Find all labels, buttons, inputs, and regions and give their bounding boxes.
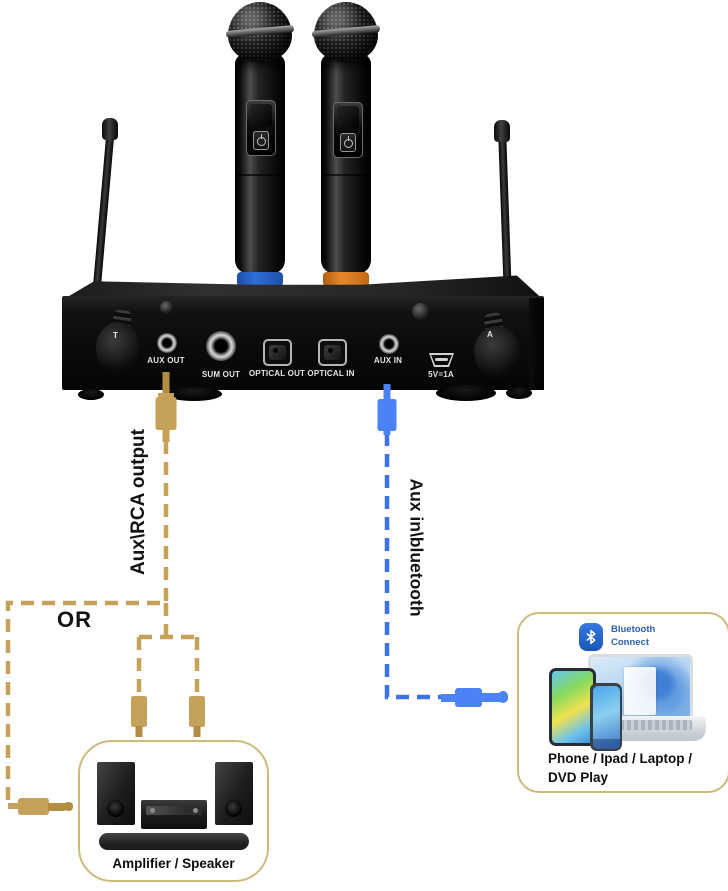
- rca-plug-right: [189, 696, 205, 737]
- port-label-optical-out: OPTICAL OUT: [248, 369, 306, 378]
- aux-in-jack: [379, 334, 399, 354]
- wireless-microphone-orange: [311, 2, 381, 290]
- antenna-right-mount: [474, 326, 520, 378]
- antenna-left-cap: [102, 118, 118, 140]
- or-annotation: OR: [57, 607, 92, 632]
- aux-input-annotation: Aux in\bluetooth: [406, 478, 427, 617]
- bluetooth-caption-line1: Phone / Ipad / Laptop /: [548, 751, 692, 766]
- receiver-rear-panel: [62, 296, 544, 390]
- ipad: [549, 668, 596, 746]
- screw: [160, 301, 173, 314]
- amplifier-speaker-box: Amplifier / Speaker: [78, 740, 269, 882]
- micro-usb-port: [429, 353, 454, 367]
- antenna-left-label: T: [113, 331, 118, 340]
- port-label-optical-in: OPTICAL IN: [307, 369, 355, 378]
- port-label-sum-out: SUM OUT: [201, 370, 241, 379]
- blue-plug-to-bluetooth: [441, 688, 508, 707]
- receiver-foot: [78, 389, 104, 400]
- receiver-foot: [436, 385, 496, 401]
- mic-display: [337, 106, 359, 128]
- bluetooth-icon: [579, 623, 603, 651]
- port-label-aux-in: AUX IN: [373, 356, 403, 365]
- mic-display: [250, 104, 272, 126]
- antenna-left-mount: [96, 322, 140, 374]
- sum-out-jack: [206, 331, 236, 361]
- screw: [412, 303, 429, 320]
- port-label-aux-out: AUX OUT: [147, 356, 185, 365]
- optical-out-port: [263, 339, 292, 366]
- mic-control-panel: [246, 100, 276, 156]
- laptop-window: [624, 667, 656, 715]
- aux-output-annotation: Aux\RCA output: [128, 429, 149, 575]
- antenna-right-cap: [494, 120, 510, 142]
- mic-seam: [235, 174, 285, 176]
- power-icon: [340, 133, 356, 152]
- mic-body: [321, 54, 371, 274]
- rca-plug-left: [131, 696, 147, 737]
- mic-body: [235, 54, 285, 274]
- mic-control-panel: [333, 102, 363, 158]
- mic-color-ring-blue: [237, 272, 283, 288]
- soundbar: [99, 833, 249, 850]
- gold-plug-aux-out: [155, 372, 177, 442]
- wireless-microphone-blue: [225, 2, 295, 290]
- receiver-foot: [166, 387, 222, 401]
- phone: [590, 683, 622, 751]
- bluetooth-caption-line2: DVD Play: [548, 770, 609, 785]
- power-icon: [253, 131, 269, 150]
- speaker-right: [215, 762, 253, 825]
- gold-plug-to-amplifier: [8, 798, 73, 815]
- aux-out-jack: [157, 333, 177, 353]
- av-receiver: [141, 800, 207, 829]
- optical-in-port: [318, 339, 347, 366]
- amplifier-caption: Amplifier / Speaker: [112, 856, 235, 871]
- speaker-left: [97, 762, 135, 825]
- bluetooth-box: Bluetooth Connect Phone / Ipad / Laptop …: [517, 612, 728, 793]
- mic-seam: [321, 174, 371, 176]
- blue-plug-aux-in: [377, 384, 397, 435]
- bluetooth-badge-line2: Connect: [611, 637, 649, 648]
- receiver-side-panel: [529, 298, 544, 390]
- port-label-power: 5V=1A: [428, 370, 454, 379]
- mic-color-ring-orange: [323, 272, 369, 288]
- bluetooth-cable: [384, 433, 441, 700]
- receiver-foot: [506, 387, 532, 399]
- antenna-right-label: A: [487, 330, 493, 339]
- bluetooth-badge-line1: Bluetooth: [611, 624, 656, 635]
